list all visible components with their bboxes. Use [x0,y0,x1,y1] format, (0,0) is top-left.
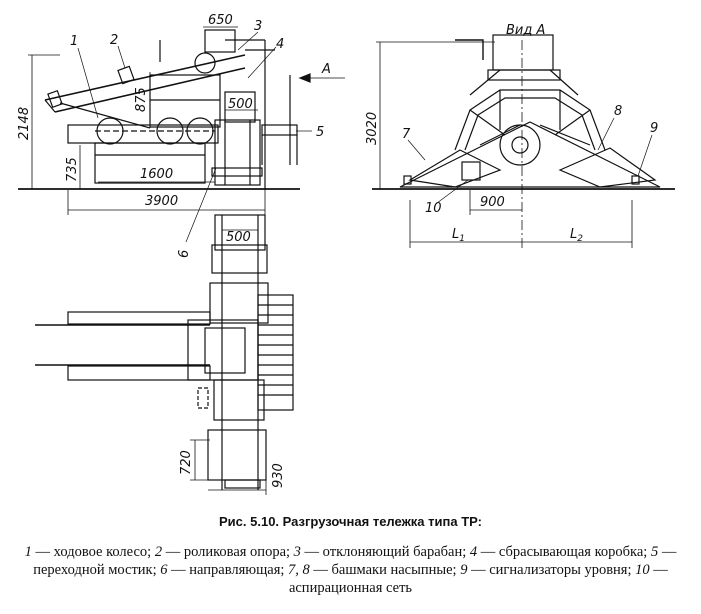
legend-number: 6 [160,562,168,578]
legend-text: — аспирационная сеть [288,562,668,596]
legend-text: — башмаки насыпные; [309,562,461,578]
dim-650: 650 [208,13,233,28]
part-label-10: 10 [425,201,442,216]
dim-l2: L2 [570,227,583,244]
part-label-5: 5 [316,125,324,140]
part-label-2: 2 [110,33,118,48]
arrow-a-label: А [321,62,331,77]
legend-text: — переходной мостик; [33,544,677,578]
dim-3900: 3900 [145,194,178,209]
legend-number: 9 [460,562,468,578]
legend-number: 2 [154,544,163,560]
dim-l1: L1 [452,227,465,244]
dim-735: 735 [65,157,80,182]
part-label-8: 8 [614,104,622,119]
caption-title: Рис. 5.10. Разгрузочная тележка типа ТР: [219,514,482,529]
dim-930: 930 [271,463,286,488]
dim-875: 875 [134,87,149,112]
legend-number: 10 [635,562,650,578]
legend-number: 7, 8 [288,562,310,578]
part-label-9: 9 [650,121,658,136]
legend-text: — сбрасывающая коробка; [477,544,651,560]
view-a-label: Вид А [506,23,545,38]
dim-3020: 3020 [365,112,380,145]
legend-number: 3 [293,544,301,560]
part-label-7: 7 [402,127,411,142]
part-label-4: 4 [276,37,284,52]
dim-900: 900 [480,195,505,210]
plan-view [35,214,294,495]
legend-number: 1 [24,544,32,560]
view-a [372,34,675,248]
dim-720: 720 [179,450,194,475]
part-label-3: 3 [254,19,262,34]
figure-caption: Рис. 5.10. Разгрузочная тележка типа ТР:… [10,513,691,597]
dim-1600: 1600 [140,167,173,182]
part-label-1: 1 [70,34,78,49]
dim-500-plan: 500 [226,230,251,245]
legend-text: — сигнализаторы уровня; [467,562,636,578]
legend-text: — отклоняющий барабан; [300,544,470,560]
technical-drawing: 650 500 875 2148 735 1600 3900 А 1 2 3 4… [17,13,675,495]
legend-number: 4 [469,544,478,560]
legend-text: — направляющая; [167,562,289,578]
legend-text: — роликовая опора; [162,544,294,560]
legend-number: 5 [650,544,659,560]
part-label-6: 6 [177,250,192,258]
caption-legend: 1 — ходовое колесо; 2 — роликовая опора;… [10,543,691,597]
legend-text: — ходовое колесо; [31,544,155,560]
dim-2148: 2148 [17,107,32,140]
dim-500: 500 [228,97,253,112]
side-view [18,26,345,243]
